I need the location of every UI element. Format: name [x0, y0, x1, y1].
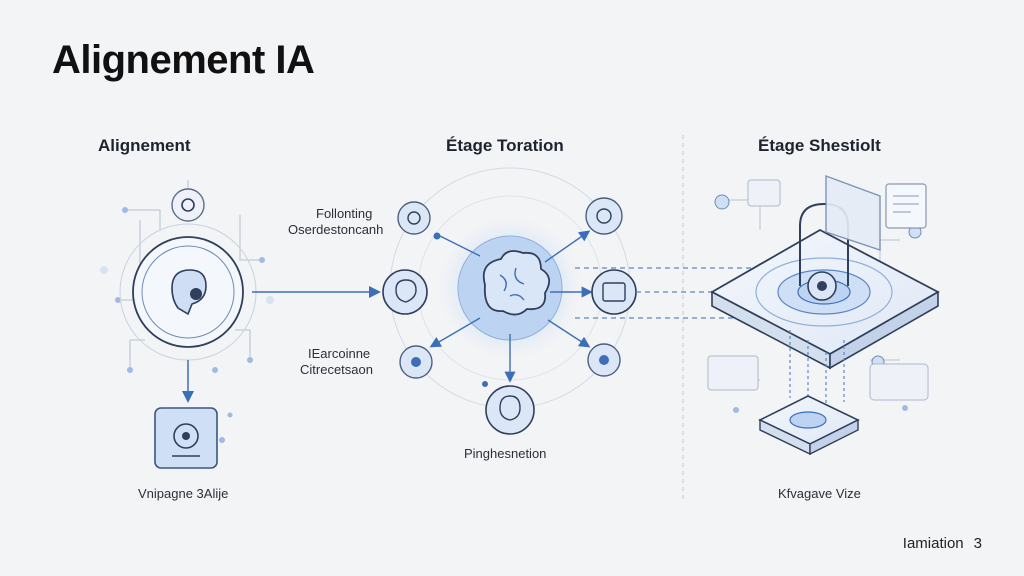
left-bottom-node-icon [154, 407, 218, 469]
label-mid-bottom: Pinghesnetion [464, 446, 547, 461]
label-following-line2: Oserdestoncanh [288, 222, 384, 237]
node-top-right-icon [585, 197, 623, 235]
node-top-left-icon [397, 201, 431, 235]
page-title: Alignement IA [52, 38, 315, 82]
label-following-line1: Follonting [316, 206, 373, 221]
column-heading-middle: Étage Toration [446, 136, 564, 155]
node-bottom-icon [485, 385, 535, 435]
node-bottom-right-icon [587, 343, 621, 377]
arrow-center-bl [429, 317, 481, 348]
node-left-icon [382, 269, 428, 315]
left-dots [100, 207, 274, 443]
floating-panel-right [869, 363, 929, 401]
footer-text: Iamiation [902, 535, 964, 552]
node-bottom-left-icon [399, 345, 433, 379]
node-right-icon [591, 269, 637, 315]
floating-document-icon [885, 183, 927, 229]
brain-icon [482, 250, 551, 316]
page-number: 3 [973, 535, 982, 552]
column-heading-right: Étage Shestiolt [758, 136, 881, 155]
arrow-center-br [547, 319, 591, 348]
column-heading-left: Alignement [98, 136, 191, 155]
label-left-bottom: Vnipagne 3Alije [138, 486, 229, 501]
lower-platform [758, 395, 860, 456]
left-top-node-icon [171, 188, 205, 222]
platform-arch [799, 174, 881, 301]
label-mid-left-line1: IEarcoinne [308, 346, 371, 361]
arrow-center-tr [544, 230, 591, 263]
label-right-bottom: Kfvagave Vize [778, 486, 861, 501]
footer: Iamiation 3 [893, 535, 982, 552]
left-main-node-icon [119, 223, 257, 361]
arrow-center-tl [439, 235, 481, 257]
floating-panel-left [707, 179, 781, 391]
label-mid-left-line2: Citrecetsaon [300, 362, 373, 377]
